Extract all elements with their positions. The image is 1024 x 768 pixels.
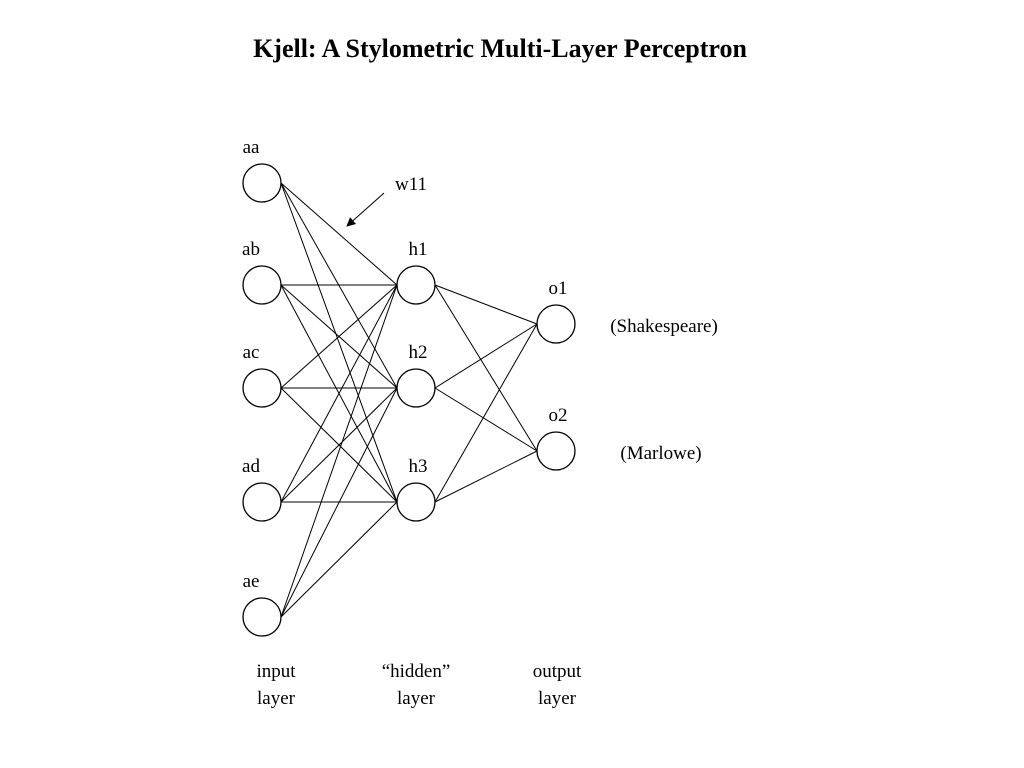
output-layer-caption-line-2: layer	[538, 688, 576, 709]
output-node-o2	[536, 431, 576, 471]
node-label-aa: aa	[243, 137, 260, 158]
edge-aa-h3	[280, 182, 398, 503]
edge-h1-o2	[434, 284, 538, 452]
node-label-h1: h1	[409, 239, 428, 260]
input-node-ae	[242, 597, 282, 637]
hidden-node-h1	[396, 265, 436, 305]
edge-ac-h1	[280, 284, 398, 389]
node-label-ab: ab	[242, 239, 260, 260]
edge-ae-h3	[280, 501, 398, 618]
edge-h1-o1	[434, 284, 538, 325]
node-label-o1: o1	[549, 278, 568, 299]
node-labels: aa ab ac ad ae h1 h2 h3 o1 (Shakespeare) o2 (Marlow…	[242, 137, 718, 592]
edge-aa-h1	[280, 182, 398, 286]
node-label-h3: h3	[409, 456, 428, 477]
output-layer-caption-line-1: output	[532, 661, 582, 682]
weight-annotation-label: w11	[395, 174, 427, 195]
input-node-ab	[242, 265, 282, 305]
slide-title: Kjell: A Stylometric Multi-Layer Percept…	[253, 34, 747, 63]
input-node-ac	[242, 368, 282, 408]
node-label-h2: h2	[409, 342, 428, 363]
edge-h3-o2	[434, 450, 538, 503]
output-layer-caption: output layer	[487, 658, 627, 712]
output-node-o1	[536, 304, 576, 344]
edge-ad-h1	[280, 284, 398, 503]
edge-h2-o2	[434, 387, 538, 452]
weight-annotation-arrow	[346, 192, 385, 227]
edge-ae-h2	[280, 387, 398, 618]
hidden-node-h2	[396, 368, 436, 408]
node-label-o2: o2	[549, 405, 568, 426]
hidden-layer-caption-line-1: “hidden”	[381, 661, 451, 682]
network-nodes	[242, 163, 576, 637]
hidden-layer-caption-line-2: layer	[397, 688, 435, 709]
node-label-ad: ad	[242, 456, 260, 477]
input-node-ad	[242, 482, 282, 522]
edge-h3-o1	[434, 323, 538, 503]
edge-h2-o1	[434, 323, 538, 389]
input-layer-caption-line-2: layer	[257, 688, 295, 709]
connection-edges	[280, 182, 538, 618]
class-label-o1: (Shakespeare)	[610, 316, 718, 337]
input-layer-caption-line-1: input	[256, 661, 296, 682]
node-label-ae: ae	[243, 571, 260, 592]
hidden-node-h3	[396, 482, 436, 522]
node-label-ac: ac	[243, 342, 260, 363]
edge-ae-h1	[280, 284, 398, 618]
input-layer-caption: input layer	[206, 658, 346, 712]
hidden-layer-caption: “hidden” layer	[346, 658, 486, 712]
input-node-aa	[242, 163, 282, 203]
class-label-o2: (Marlowe)	[620, 443, 701, 464]
edge-ad-h2	[280, 387, 398, 503]
